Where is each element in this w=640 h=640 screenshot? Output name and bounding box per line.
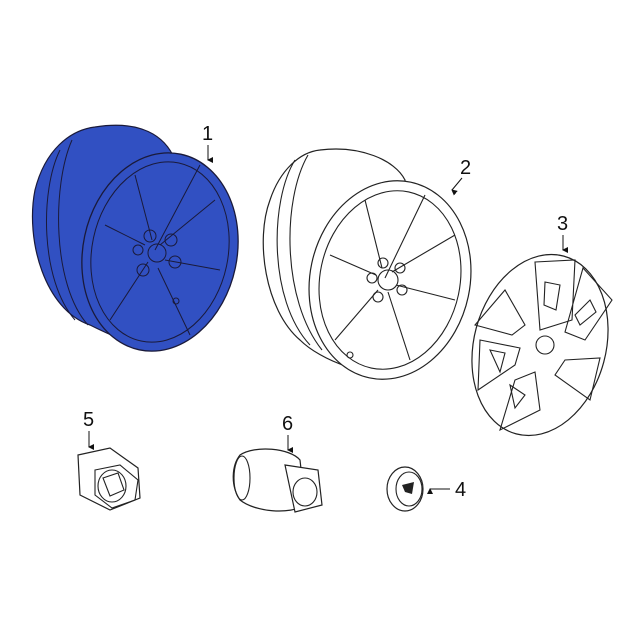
callout-1: 1 bbox=[202, 123, 213, 163]
callout-number-1: 1 bbox=[202, 123, 213, 145]
center-cap-4[interactable] bbox=[386, 466, 424, 512]
wheel-1-highlighted[interactable] bbox=[31, 124, 256, 366]
callout-number-6: 6 bbox=[282, 413, 293, 435]
callout-3: 3 bbox=[557, 213, 568, 253]
lug-nut-5[interactable] bbox=[77, 447, 141, 511]
callout-5: 5 bbox=[83, 409, 94, 450]
callout-4: 4 bbox=[427, 479, 466, 501]
wheel-lock-6[interactable] bbox=[232, 448, 323, 513]
callout-number-3: 3 bbox=[557, 213, 568, 235]
wheel-cover-3[interactable] bbox=[452, 239, 627, 451]
callout-6: 6 bbox=[282, 413, 293, 453]
callout-number-5: 5 bbox=[83, 409, 94, 431]
wheel-2[interactable] bbox=[262, 148, 489, 394]
callout-number-4: 4 bbox=[455, 479, 466, 501]
callout-2: 2 bbox=[451, 157, 471, 196]
callout-number-2: 2 bbox=[460, 157, 471, 179]
